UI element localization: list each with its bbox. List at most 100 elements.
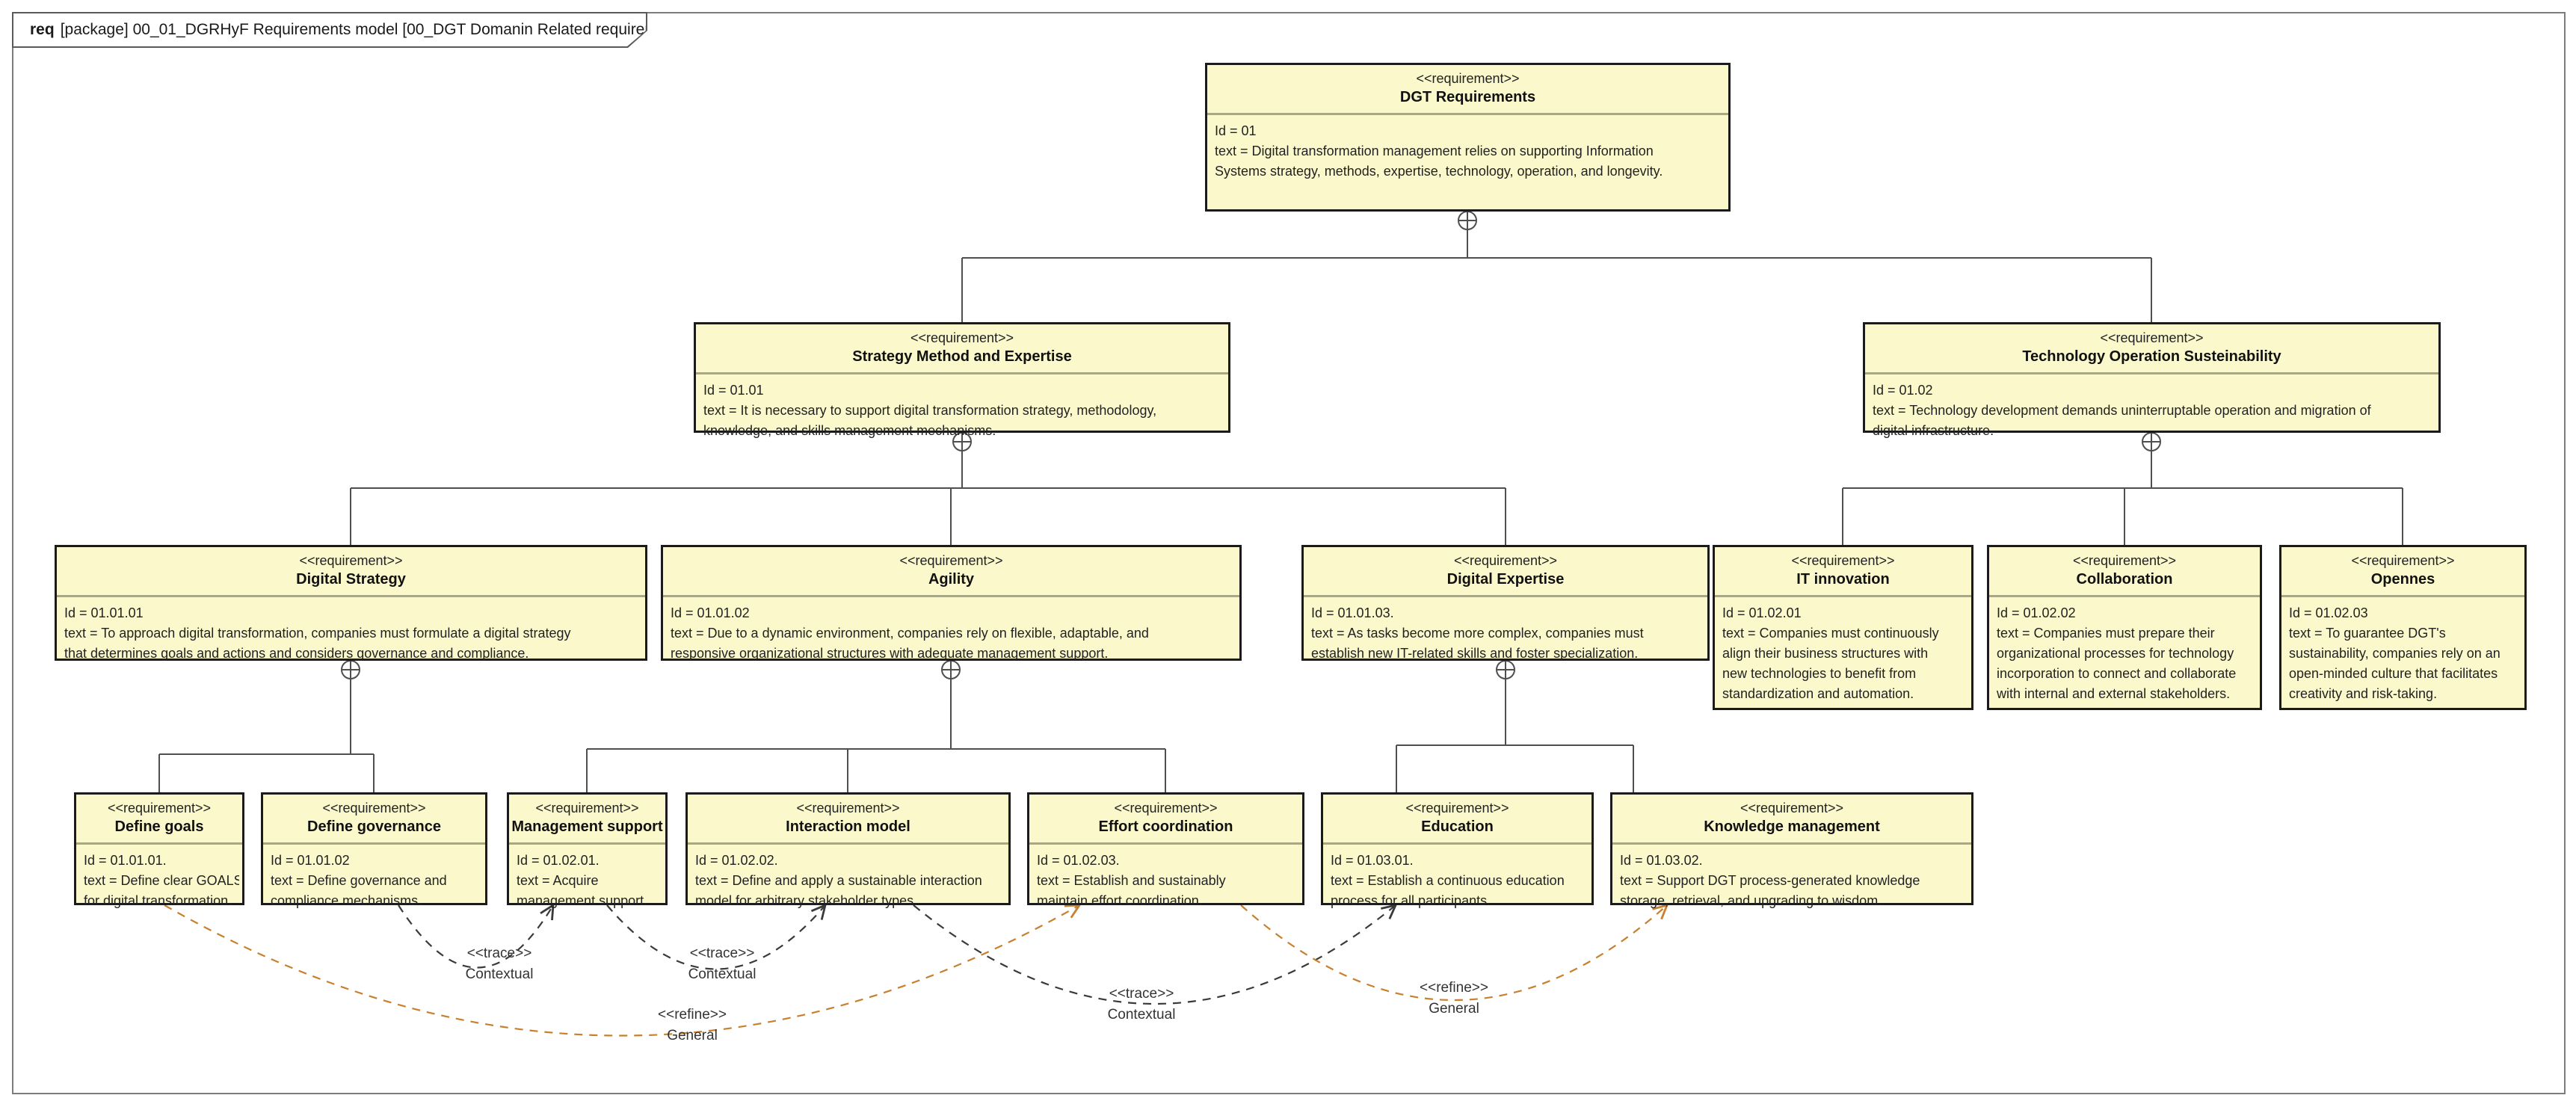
requirement-text-line: Id = 01.02 (1873, 383, 1933, 398)
requirement-text-line: compliance mechanisms. (271, 893, 422, 908)
stereotype-label: <<requirement>> (2100, 330, 2204, 345)
requirement-text-line: text = It is necessary to support digita… (703, 403, 1157, 418)
requirement-interaction-model[interactable]: <<requirement>> Interaction model Id = 01.… (685, 792, 1011, 908)
requirement-text-line: Id = 01 (1215, 123, 1257, 138)
requirement-text-line: text = Define and apply a sustainable in… (695, 873, 982, 888)
requirement-text-line: text = Companies must prepare their (1997, 626, 2215, 641)
stereotype-label: <<requirement>> (796, 801, 900, 815)
dependency-label-line: <<trace>> (466, 946, 532, 961)
requirement-name: DGT Requirements (1399, 89, 1536, 105)
requirement-text-line: text = Establish and sustainably (1037, 873, 1226, 888)
requirement-knowledge-management[interactable]: <<requirement>>Knowledge management Id = … (1610, 792, 1973, 908)
dependency-label-trace: <<trace>>Contextual (1108, 984, 1176, 1026)
requirement-header: <<requirement>> Define governance (263, 795, 485, 845)
requirement-name: Define governance (307, 818, 441, 835)
requirement-header: <<requirement>> IT innovation (1715, 547, 1971, 597)
requirement-text-line: storage, retrieval, and upgrading to wis… (1620, 893, 1882, 908)
requirement-text-line: Id = 01.02.03 (2289, 605, 2368, 620)
requirement-text-line: text = Due to a dynamic environment, com… (671, 626, 1149, 641)
requirement-text-line: text = As tasks become more complex, com… (1311, 626, 1644, 641)
requirement-it-innovation[interactable]: <<requirement>> IT innovation Id = 01.02.0… (1713, 545, 1973, 710)
requirement-text-line: that determines goals and actions and co… (64, 646, 529, 661)
requirement-text-line: responsive organizational structures wit… (671, 646, 1109, 661)
requirement-text-line: Id = 01.03.02. (1620, 853, 1703, 868)
diagram-title: req [package] 00_01_DGRHyF Requirements … (13, 13, 646, 46)
requirement-name: Collaboration (2076, 571, 2173, 588)
requirement-header: <<requirement>>Education (1323, 795, 1591, 845)
dependency-label-line: <<refine>> (1420, 980, 1488, 996)
requirement-name: Define goals (114, 818, 204, 835)
requirement-text-line: establish new IT-related skills and fost… (1311, 646, 1639, 661)
requirement-header: <<requirement>>Agility (663, 547, 1239, 597)
requirement-body: Id = 01.02.03.text = Establish and susta… (1029, 845, 1302, 911)
requirement-header: <<requirement>> DGT Requirements (1207, 65, 1728, 115)
stereotype-label: <<requirement>> (910, 330, 1014, 345)
requirement-text-line: incorporation to connect and collaborate (1997, 666, 2237, 681)
requirement-name: Education (1421, 818, 1494, 835)
frame-keyword: req (30, 21, 55, 38)
requirement-text-line: standardization and automation. (1722, 686, 1914, 701)
requirement-header: <<requirement>> Collaboration (1989, 547, 2260, 597)
requirement-text-line: for digital transformation. (84, 893, 232, 908)
stereotype-label: <<requirement>> (107, 801, 212, 815)
requirement-text-line: digital infrastructure. (1873, 423, 1994, 438)
requirement-define-governance[interactable]: <<requirement>> Define governance Id = 01.… (261, 792, 487, 908)
requirement-body: Id = 01.02.02. text = Define and apply a … (688, 845, 1008, 911)
requirement-strategy-method-and-expertise[interactable]: <<requirement>> Strategy Method and Exper… (694, 322, 1230, 438)
requirement-text-line: Id = 01.02.01. (517, 853, 600, 868)
requirement-text-line: maintain effort coordination. (1037, 893, 1203, 908)
requirement-text-line: process for all participants. (1331, 893, 1491, 908)
requirement-name: Management support (511, 818, 663, 835)
stereotype-label: <<requirement>> (2072, 553, 2177, 568)
dependency-label-line: General (1429, 1001, 1479, 1017)
requirement-name: Knowledge management (1704, 818, 1880, 835)
requirement-name: Strategy Method and Expertise (852, 348, 1072, 365)
requirement-text-line: Id = 01.02.01 (1722, 605, 1802, 620)
requirement-text-line: model for arbitrary stakeholder types. (695, 893, 918, 908)
requirement-name: Interaction model (786, 818, 910, 835)
requirement-header: <<requirement>>Knowledge management (1612, 795, 1971, 845)
requirement-text-line: text = Support DGT process-generated kno… (1620, 873, 1920, 888)
requirement-header: <<requirement>> Technology Operation Sust… (1865, 324, 2438, 374)
requirement-body: Id = 01.02 text = Technology development … (1865, 374, 2438, 441)
requirement-text-line: management support. (517, 893, 648, 908)
requirement-name: Technology Operation Susteinability (2022, 348, 2281, 365)
stereotype-label: <<requirement>> (2351, 553, 2455, 568)
requirement-text-line: creativity and risk-taking. (2289, 686, 2438, 701)
requirement-text-line: Id = 01.02.02. (695, 853, 778, 868)
requirement-text-line: text = Technology development demands un… (1873, 403, 2371, 418)
stereotype-label: <<requirement>> (1791, 553, 1895, 568)
requirement-text-line: text = Acquire (517, 873, 599, 888)
requirement-text-line: text = To approach digital transformatio… (64, 626, 571, 641)
requirement-text-line: text = Define clear GOALS (84, 873, 239, 888)
requirement-name: Digital Strategy (296, 571, 406, 588)
requirement-header: <<requirement>>Digital Strategy (57, 547, 645, 597)
requirement-collaboration[interactable]: <<requirement>> Collaboration Id = 01.02.0… (1987, 545, 2262, 710)
stereotype-label: <<requirement>> (1416, 71, 1520, 86)
dependency-label-line: Contextual (465, 966, 534, 982)
dependency-label-line: <<trace>> (1109, 986, 1174, 1002)
requirement-name: IT innovation (1796, 571, 1890, 588)
stereotype-label: <<requirement>> (322, 801, 426, 815)
requirement-text-line: Id = 01.02.02 (1997, 605, 2076, 620)
requirement-text-line: text = Establish a continuous education (1331, 873, 1565, 888)
requirement-technology-operation-susteinability[interactable]: <<requirement>> Technology Operation Sust… (1863, 322, 2441, 438)
requirement-name: Opennes (2370, 571, 2435, 588)
requirement-text-line: Id = 01.01.03. (1311, 605, 1394, 620)
